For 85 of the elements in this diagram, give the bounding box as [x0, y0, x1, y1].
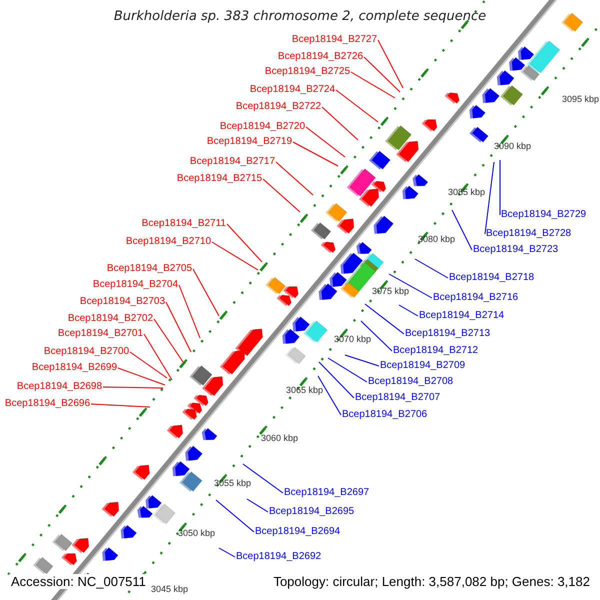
leader-line	[102, 386, 164, 388]
leader-line	[336, 90, 378, 122]
leader-line	[328, 358, 368, 382]
gene-label: Bcep18194_B2692	[236, 551, 322, 563]
gene-label: Bcep18194_B2713	[405, 328, 490, 340]
leader-line	[292, 142, 338, 166]
leader-line	[216, 500, 254, 532]
leader-line	[242, 464, 284, 494]
leader-line	[452, 210, 472, 250]
leader-line	[322, 106, 358, 140]
leader-line	[218, 548, 236, 558]
leader-line	[118, 368, 166, 386]
leader-line	[276, 162, 314, 196]
gene-label: Bcep18194_B2711	[142, 218, 226, 230]
leader-line	[364, 304, 404, 334]
gene-label: Bcep18194_B2714	[419, 310, 504, 322]
gene-label: Bcep18194_B2725	[264, 66, 350, 78]
scale-label: 3060 kbp	[261, 433, 298, 443]
gene-label: Bcep18194_B2718	[449, 272, 534, 284]
accession-text: Accession: NC_007511	[9, 574, 148, 589]
leader-line	[398, 304, 418, 316]
scale-label: 3055 kbp	[214, 478, 252, 488]
gene-label: Bcep18194_B2715	[176, 173, 262, 185]
gene-label: Bcep18194_B2699	[32, 362, 117, 374]
scale-label: 3090 kbp	[494, 141, 532, 151]
leader-line	[178, 284, 200, 338]
scale-label: 3075 kbp	[372, 286, 410, 296]
gene-label: Bcep18194_B2717	[190, 156, 275, 168]
gene-label: Bcep18194_B2728	[486, 228, 572, 240]
leader-line	[388, 274, 432, 298]
gene-label: Bcep18194_B2710	[126, 236, 211, 248]
gene-label: Bcep18194_B2726	[278, 51, 363, 63]
leader-line	[306, 126, 346, 158]
leader-line	[90, 404, 150, 408]
gene-label: Bcep18194_B2724	[250, 84, 335, 96]
gene-label: Bcep18194_B2727	[292, 34, 377, 46]
gene-label: Bcep18194_B2703	[80, 296, 165, 308]
gene-label: Bcep18194_B2708	[368, 376, 454, 388]
gene-label: Bcep18194_B2705	[106, 263, 192, 275]
scale-label: 3095 kbp	[562, 94, 600, 104]
leader-line	[414, 258, 448, 278]
leader-line	[166, 302, 192, 352]
gene-label: Bcep18194_B2716	[433, 292, 518, 304]
gene-label: Bcep18194_B2723	[473, 244, 558, 256]
gene-label: Bcep18194_B2698	[16, 381, 102, 393]
leader-line	[378, 40, 404, 88]
leader-line	[246, 498, 268, 512]
gene-label: Bcep18194_B2695	[269, 506, 354, 518]
genome-summary-text: Topology: circular; Length: 3,587,082 bp; Genes: 3,182	[271, 574, 592, 589]
scale-label: 3070 kbp	[334, 334, 372, 344]
gene-label: Bcep18194_B2702	[68, 313, 153, 325]
gene-label: Bcep18194_B2722	[236, 101, 321, 113]
leader-line	[192, 268, 220, 316]
gene-label: Bcep18194_B2697	[284, 487, 370, 499]
scale-label: 3080 kbp	[418, 234, 456, 244]
leader-line	[318, 362, 354, 398]
leader-line	[318, 376, 342, 416]
leader-line	[130, 352, 168, 378]
gene-label: Bcep18194_B2719	[206, 136, 292, 148]
gene-label: Bcep18194_B2701	[58, 328, 143, 340]
leader-line	[364, 56, 400, 92]
gene-label: Bcep18194_B2704	[92, 279, 178, 291]
gene-label: Bcep18194_B2709	[380, 360, 466, 372]
leader-line	[360, 320, 392, 352]
leader-line	[344, 354, 380, 366]
gene-label: Bcep18194_B2706	[342, 409, 428, 421]
leader-line	[350, 72, 396, 98]
gene-label: Bcep18194_B2720	[220, 121, 305, 133]
scale-label: 3045 kbp	[151, 584, 188, 594]
gene-label: Bcep18194_B2696	[4, 398, 90, 410]
leader-line	[484, 162, 494, 234]
scale-label: 3050 kbp	[178, 528, 216, 538]
leader-line	[226, 224, 262, 262]
scale-label: 3085 kbp	[448, 187, 486, 197]
gene-label: Bcep18194_B2694	[255, 526, 340, 538]
leader-line	[262, 178, 300, 212]
diagram-title: Burkholderia sp. 383 chromosome 2, complete sequence	[112, 9, 488, 24]
leader-line	[212, 242, 258, 270]
gene-label: Bcep18194_B2712	[393, 345, 478, 357]
gene-label: Bcep18194_B2700	[44, 346, 129, 358]
scale-label: 3065 kbp	[286, 385, 324, 395]
leader-line	[154, 318, 184, 362]
gene-label: Bcep18194_B2729	[501, 209, 586, 221]
leader-line	[144, 334, 172, 380]
gene-label: Bcep18194_B2707	[355, 392, 440, 404]
